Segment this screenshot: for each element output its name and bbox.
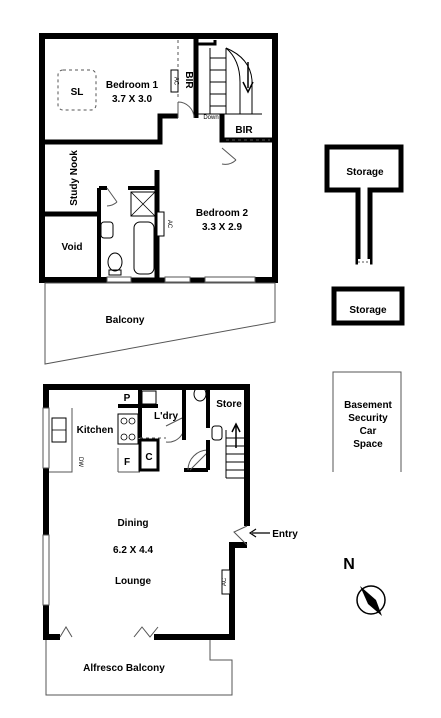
lounge-label: Lounge	[115, 576, 152, 587]
bir1-label: BIR	[183, 71, 194, 89]
upper-balcony-label: Balcony	[106, 315, 145, 326]
upper-staircase	[197, 47, 262, 115]
compass-circle	[356, 585, 386, 615]
sliding-door-3	[204, 276, 256, 283]
skylight-label: SL	[71, 87, 84, 98]
basin	[100, 221, 114, 239]
stair-down-arrow	[242, 62, 254, 94]
storage-top-outline	[324, 144, 404, 265]
upper-balcony-outline	[44, 282, 276, 365]
bedroom1-size: 3.7 X 3.0	[112, 94, 152, 105]
sliding-door-2	[164, 276, 191, 283]
lower-wall-top	[46, 384, 250, 526]
stair-down-label: Down	[203, 115, 218, 121]
store-basin	[211, 425, 223, 441]
ac2-label: AC	[166, 220, 172, 229]
bifold-door-left	[59, 626, 73, 638]
basement-line2: Security	[348, 413, 388, 424]
ac2-box	[156, 211, 165, 237]
upper-outer-wall-top	[42, 33, 278, 283]
fridge-label: F	[124, 457, 130, 468]
cupboard-box	[138, 438, 160, 472]
lower-floor: P Kitchen DW F C L'dry Store Dining 6.2 …	[42, 384, 298, 696]
entry-door	[233, 525, 248, 546]
kitchen-bench	[49, 408, 73, 473]
bedroom1-name: Bedroom 1	[106, 80, 159, 91]
dining-size: 6.2 X 4.4	[113, 545, 153, 556]
basement-line1: Basement	[344, 400, 392, 411]
study-nook-label: Study Nook	[69, 150, 80, 206]
entry-label: Entry	[272, 529, 298, 540]
lower-toilet	[193, 386, 207, 402]
ac1-label: AC	[173, 77, 179, 86]
void-label: Void	[62, 242, 83, 253]
toilet	[107, 252, 123, 272]
bedroom2-name: Bedroom 2	[196, 208, 249, 219]
basement-line3: Car	[360, 426, 377, 437]
store-door	[187, 449, 209, 471]
bedroom1-door	[177, 101, 195, 119]
storage-bottom-label: Storage	[349, 305, 387, 316]
laundry-label: L'dry	[154, 411, 178, 422]
ensuite-door	[106, 187, 118, 207]
cooktop	[117, 413, 139, 445]
bedroom1-wall-bottom	[42, 113, 178, 145]
basement-outline	[332, 371, 402, 472]
bedroom2-size: 3.3 X 2.9	[202, 222, 242, 233]
bathtub	[133, 221, 155, 275]
basement-car-space: Basement Security Car Space	[332, 371, 402, 472]
alfresco-outline	[45, 640, 233, 696]
kitchen-window	[42, 407, 50, 469]
bifold-door-right	[133, 626, 159, 638]
upper-floor: Bedroom 1 3.7 X 3.0 SL BIR AC Down BIR S…	[39, 33, 278, 365]
dining-label: Dining	[117, 518, 148, 529]
skylight	[57, 69, 97, 111]
storage-top-label: Storage	[346, 167, 384, 178]
lounge-ac-label: AC	[222, 577, 228, 586]
bir2-label: BIR	[235, 125, 253, 136]
shower	[130, 191, 156, 217]
lounge-ac-box	[221, 569, 231, 595]
lower-wall-right-bottom	[154, 542, 247, 640]
pantry-label: P	[124, 393, 131, 404]
storage-bottom-outline	[331, 286, 405, 326]
kitchen-label: Kitchen	[77, 425, 114, 436]
dw-label: DW	[77, 457, 83, 467]
storage-units: Storage Storage	[324, 144, 405, 326]
ac1-box	[170, 69, 179, 93]
bir2-door	[221, 147, 237, 165]
laundry-tub	[141, 390, 157, 405]
alfresco-label: Alfresco Balcony	[83, 663, 165, 674]
north-label: N	[343, 556, 355, 573]
lower-stair-arrow	[231, 422, 241, 448]
north-compass: N	[343, 556, 386, 616]
sliding-door-1	[106, 276, 132, 283]
lounge-window	[42, 534, 50, 606]
store-label: Store	[216, 399, 242, 410]
compass-needle	[360, 586, 382, 616]
cupboard-label: C	[145, 452, 152, 463]
stair-landing-wall	[196, 40, 217, 46]
basement-line4: Space	[353, 439, 383, 450]
